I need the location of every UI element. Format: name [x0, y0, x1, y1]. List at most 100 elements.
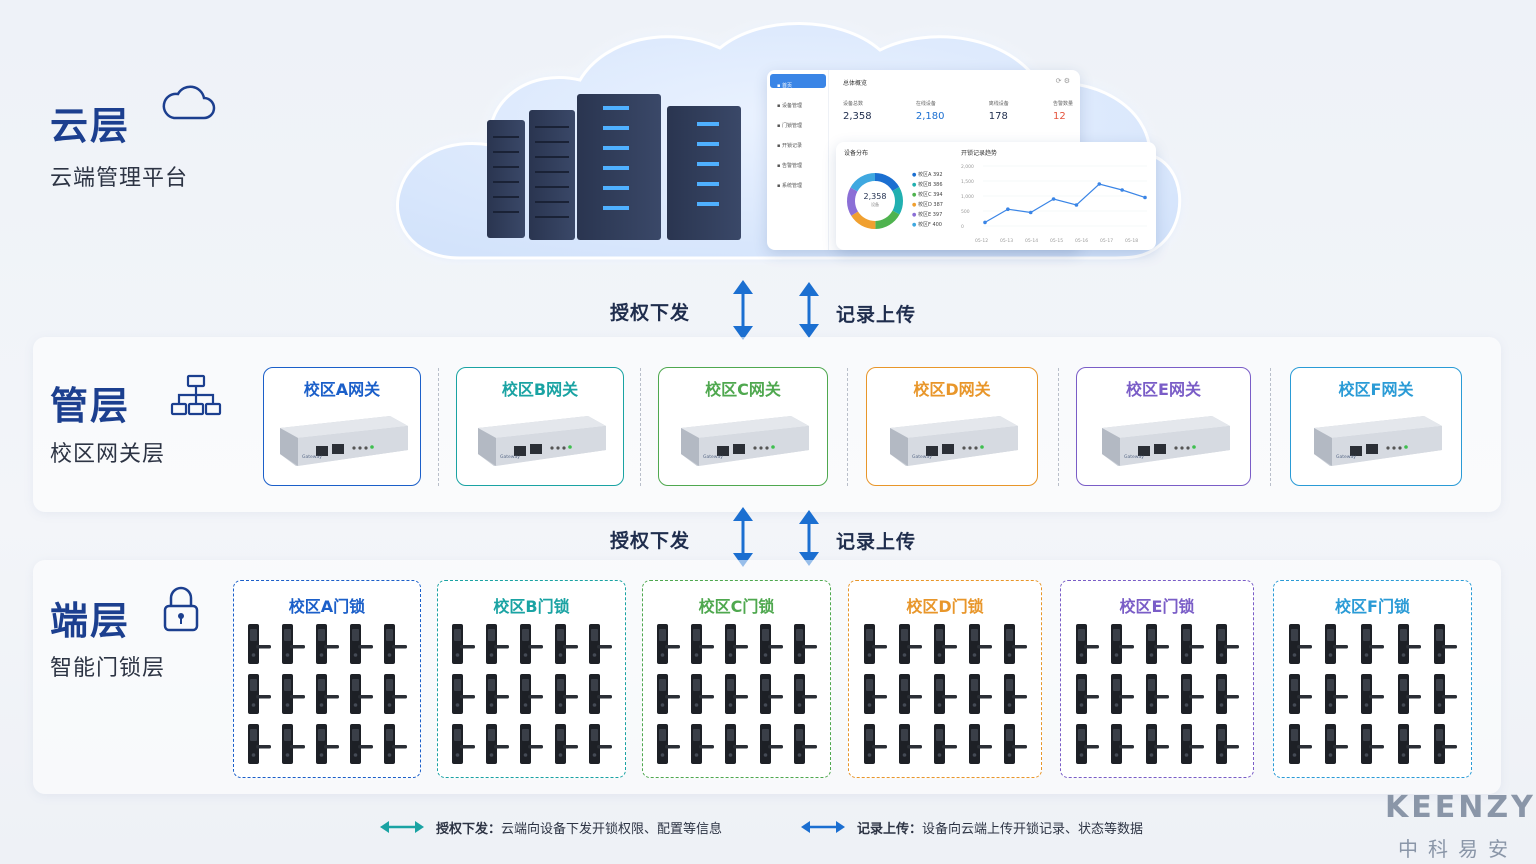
lock-item — [892, 623, 927, 665]
stat-value: 178 — [988, 111, 1008, 122]
x-tick-label: 05-14 — [1025, 238, 1038, 244]
device-donut-chart — [847, 173, 903, 229]
smart-lock-icon — [452, 724, 476, 764]
gateway-layer-subtitle: 校区网关层 — [50, 442, 166, 467]
donut-slice — [851, 211, 876, 229]
lock-group[interactable]: 校区E门锁 — [1060, 580, 1254, 778]
lock-item — [998, 623, 1033, 665]
sidebar-item[interactable]: ▪ 门锁管理 — [777, 123, 802, 129]
smart-lock-icon — [520, 624, 544, 664]
smart-lock-icon — [691, 624, 715, 664]
lock-item — [378, 623, 412, 665]
stat-value: 2,358 — [843, 111, 872, 122]
lock-item — [651, 723, 685, 765]
sidebar-item[interactable]: ▪ 系统管理 — [777, 183, 802, 189]
stat-label: 告警数量 — [1052, 101, 1073, 107]
lock-item — [685, 673, 719, 715]
lock-item — [1139, 623, 1174, 665]
lock-group[interactable]: 校区F门锁 — [1273, 580, 1472, 778]
donut-legend-item: ● 校区D 387 — [912, 202, 943, 208]
refresh-icon[interactable]: ⟳ ⚙ — [1055, 77, 1070, 85]
smart-lock-icon — [1289, 624, 1313, 664]
gateway-separator — [438, 368, 439, 486]
lock-item — [927, 723, 962, 765]
smart-lock-icon — [1289, 674, 1313, 714]
gateway-title: 校区D网关 — [913, 380, 991, 399]
smart-lock-icon — [969, 624, 993, 664]
lock-item — [1210, 673, 1245, 715]
lock-item — [963, 673, 998, 715]
trend-point — [1120, 188, 1124, 192]
lock-group[interactable]: 校区B门锁 — [437, 580, 626, 778]
lock-item — [719, 673, 753, 715]
lock-item — [857, 673, 892, 715]
lock-item — [1282, 673, 1318, 715]
sidebar-item-active[interactable] — [770, 74, 826, 88]
lock-item — [1282, 623, 1318, 665]
smart-lock-icon — [725, 674, 749, 714]
sidebar-item[interactable]: ▪ 开锁记录 — [777, 143, 802, 149]
lock-group[interactable]: 校区D门锁 — [848, 580, 1042, 778]
lock-item — [788, 673, 822, 715]
legend-down: 授权下发：云端向设备下发开锁权限、配置等信息 — [436, 818, 722, 837]
stat-label: 离线设备 — [988, 101, 1009, 107]
trend-point — [983, 220, 987, 225]
smart-lock-icon — [554, 624, 578, 664]
donut-legend-item: ● 校区F 400 — [912, 222, 942, 228]
gateway-device-icon: Gateway — [681, 416, 809, 466]
gateway-device-icon: Gateway — [1314, 416, 1442, 466]
sidebar-item[interactable]: ▪ 首页 — [777, 83, 792, 89]
gateway-brand: Gateway — [1336, 454, 1356, 460]
lock-icon — [163, 586, 199, 632]
lock-item — [1391, 673, 1427, 715]
brand-cn: 中科易安 — [1398, 837, 1518, 861]
sidebar-item[interactable]: ▪ 设备管理 — [777, 103, 802, 109]
smart-lock-icon — [1004, 674, 1028, 714]
lock-group[interactable]: 校区C门锁 — [642, 580, 831, 778]
smart-lock-icon — [384, 674, 407, 714]
smart-lock-icon — [863, 724, 887, 764]
gateway-brand: Gateway — [302, 454, 322, 460]
smart-lock-icon — [452, 674, 476, 714]
lock-group-title: 校区A门锁 — [288, 597, 366, 616]
smart-lock-icon — [1216, 724, 1240, 764]
sidebar-item[interactable]: ▪ 告警管理 — [777, 163, 802, 169]
flow-down-label-1: 授权下发 — [610, 302, 691, 324]
lock-item — [1354, 673, 1390, 715]
smart-lock-icon — [384, 624, 407, 664]
flow-down-label-2: 授权下发 — [610, 530, 691, 552]
lock-item — [583, 673, 617, 715]
gateway-separator — [1058, 368, 1059, 486]
lock-group[interactable]: 校区A门锁 — [233, 580, 421, 778]
stat-label: 设备总数 — [843, 101, 864, 107]
smart-lock-icon — [588, 674, 612, 714]
y-tick-label: 500 — [961, 209, 970, 215]
flow-up-label-2: 记录上传 — [836, 531, 917, 553]
lock-item — [378, 723, 412, 765]
y-tick-label: 0 — [961, 224, 964, 230]
lock-item — [276, 673, 310, 715]
smart-lock-icon — [933, 624, 957, 664]
lock-item — [446, 673, 480, 715]
gateway-brand: Gateway — [500, 454, 520, 460]
smart-lock-icon — [486, 724, 510, 764]
lock-item — [242, 673, 276, 715]
lock-item — [310, 723, 344, 765]
legend-up-text: 设备向云端上传开锁记录、状态等数据 — [922, 822, 1144, 837]
smart-lock-icon — [1361, 724, 1385, 764]
lock-group-title: 校区D门锁 — [906, 597, 984, 616]
smart-lock-icon — [248, 624, 271, 664]
smart-lock-icon — [863, 624, 887, 664]
lock-item — [1427, 723, 1463, 765]
device-layer-title: 端层 — [50, 599, 131, 643]
smart-lock-icon — [1145, 724, 1169, 764]
